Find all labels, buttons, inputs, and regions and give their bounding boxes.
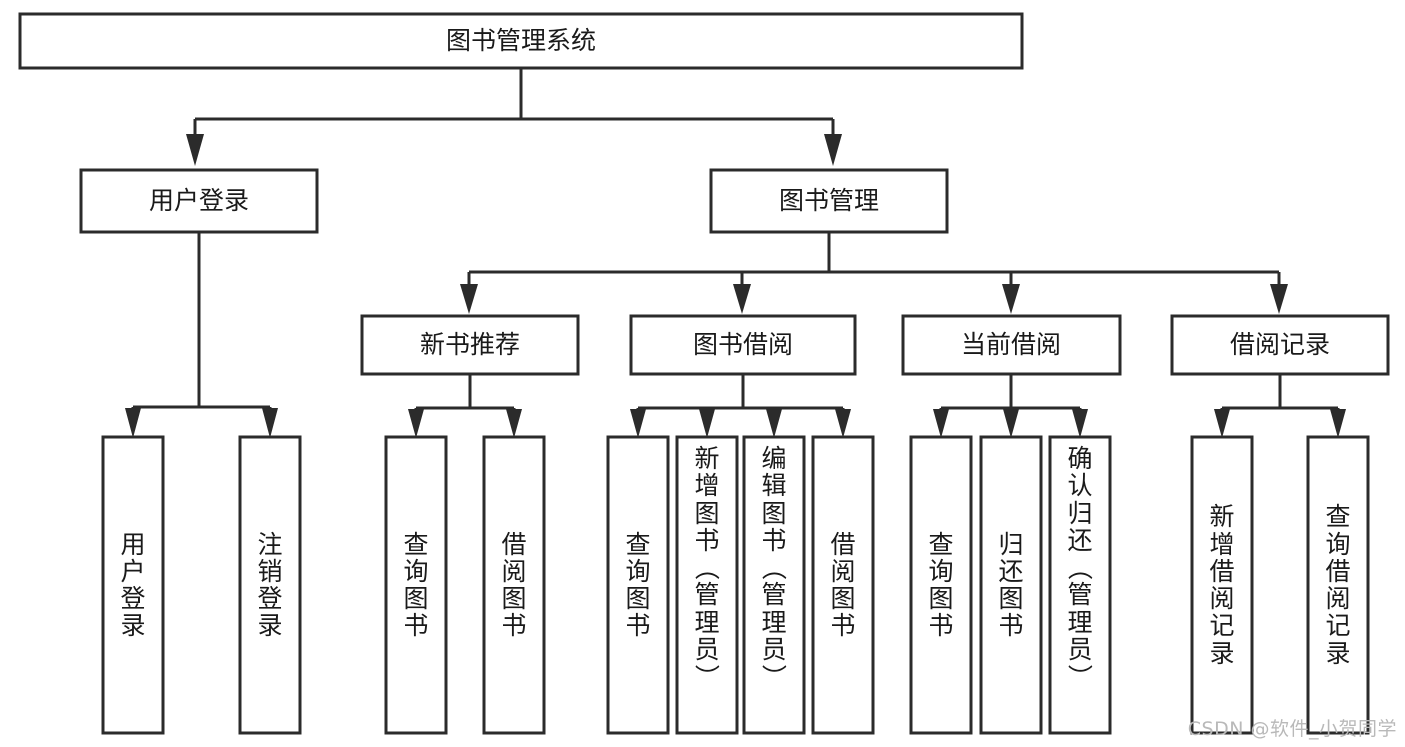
arrow-head-icon [1214, 409, 1230, 438]
leaf-box-new-book-0[interactable] [384, 435, 448, 735]
arrow-head-icon [125, 408, 141, 438]
arrow-head-icon [835, 409, 851, 438]
arrow-head-icon [1003, 409, 1019, 438]
node-user-login[interactable]: 用户登录 [79, 168, 319, 234]
arrow-head-icon [733, 284, 751, 314]
arrow-head-icon [1072, 409, 1088, 438]
leaf-box-book-borrow-0[interactable] [606, 435, 670, 735]
arrow-head-icon [933, 409, 949, 438]
connector-borrow-record-to-leaves [1214, 374, 1346, 438]
connector-new-book-recommend-to-leaves [408, 374, 522, 438]
watermark-text: CSDN @软件_小贺同学 [1187, 718, 1397, 740]
leaf-box-current-borrow-1[interactable] [979, 435, 1043, 735]
node-root[interactable]: 图书管理系统 [18, 12, 1024, 70]
leaf-box-current-borrow-2[interactable] [1048, 435, 1112, 735]
connector-book-borrow-to-leaves [630, 374, 851, 438]
connector-user-login-to-leaves [125, 232, 278, 438]
node-current-borrow[interactable]: 当前借阅 [901, 314, 1122, 376]
leaf-box-book-borrow-2[interactable] [742, 435, 806, 735]
arrow-head-icon [506, 409, 522, 438]
node-new-book-recommend[interactable]: 新书推荐 [360, 314, 580, 376]
arrow-head-icon [699, 409, 715, 438]
arrow-head-icon [1002, 284, 1020, 314]
connector-book-management-to-level3 [460, 232, 1288, 314]
node-root-box[interactable] [18, 12, 1024, 70]
leaf-box-new-book-1[interactable] [482, 435, 546, 735]
leaf-box-user-login-0[interactable] [101, 435, 165, 735]
leaf-box-user-login-1[interactable] [238, 435, 302, 735]
arrow-head-icon [460, 284, 478, 314]
node-current-borrow-box[interactable] [901, 314, 1122, 376]
node-book-management-label: 图书管理 [779, 186, 879, 215]
node-book-borrow-label: 图书借阅 [693, 330, 793, 359]
node-book-borrow[interactable]: 图书借阅 [629, 314, 857, 376]
leaf-box-borrow-record-0[interactable] [1190, 435, 1254, 735]
arrow-head-icon [186, 134, 204, 166]
connector-root-to-level2 [186, 68, 842, 166]
arrow-head-icon [824, 134, 842, 166]
node-user-login-box[interactable] [79, 168, 319, 234]
node-borrow-record[interactable]: 借阅记录 [1170, 314, 1390, 376]
node-user-login-label: 用户登录 [149, 186, 249, 215]
node-current-borrow-label: 当前借阅 [961, 330, 1061, 359]
connector-current-borrow-to-leaves [933, 374, 1088, 438]
node-root-label: 图书管理系统 [446, 26, 596, 55]
arrow-head-icon [766, 409, 782, 438]
node-new-book-recommend-label: 新书推荐 [420, 330, 520, 359]
arrow-head-icon [408, 409, 424, 438]
node-new-book-recommend-box[interactable] [360, 314, 580, 376]
arrow-head-icon [630, 409, 646, 438]
node-borrow-record-label: 借阅记录 [1230, 330, 1330, 359]
arrow-head-icon [1270, 284, 1288, 314]
arrow-head-icon [262, 408, 278, 438]
leaf-box-current-borrow-0[interactable] [909, 435, 973, 735]
leaf-box-book-borrow-3[interactable] [811, 435, 875, 735]
leaf-box-borrow-record-1[interactable] [1306, 435, 1370, 735]
arrow-head-icon [1330, 409, 1346, 438]
leaf-box-book-borrow-1[interactable] [675, 435, 739, 735]
node-book-management[interactable]: 图书管理 [709, 168, 949, 234]
